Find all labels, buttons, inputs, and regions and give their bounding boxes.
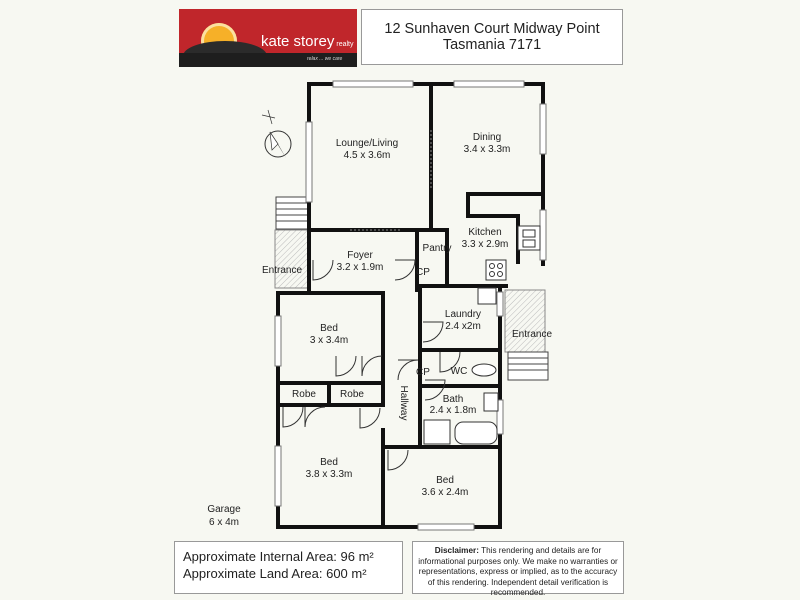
disclaimer-text: This rendering and details are for infor… [418, 546, 618, 597]
room-label: Garage [207, 504, 241, 515]
room-size: 2.4 x2m [445, 321, 481, 332]
address-line-2: Tasmania 7171 [442, 37, 542, 53]
compass-icon [261, 109, 292, 158]
steps-left [275, 196, 310, 230]
entrance-porch-left [274, 229, 310, 289]
room-label: Bath [443, 394, 464, 405]
land-area: Approximate Land Area: 600 m² [183, 566, 367, 581]
area-summary: Approximate Internal Area: 96 m² Approxi… [174, 541, 403, 594]
room-label: Laundry [445, 309, 481, 320]
room-size: 3.4 x 3.3m [464, 144, 511, 155]
entrance-porch-right [504, 289, 546, 353]
room-label: Entrance [262, 265, 302, 276]
fixtures [423, 225, 541, 445]
room-label: Dining [473, 132, 501, 143]
room-size: 3.6 x 2.4m [422, 487, 469, 498]
stove-icon [485, 259, 507, 281]
room-size: 6 x 4m [209, 517, 239, 528]
room-label: CP [416, 267, 430, 278]
room-label: WC [451, 366, 468, 377]
room-size: 4.5 x 3.6m [344, 150, 391, 161]
room-size: 3.3 x 2.9m [462, 239, 509, 250]
room-size: 2.4 x 1.8m [430, 405, 477, 416]
internal-area: Approximate Internal Area: 96 m² [183, 549, 374, 564]
address-line-1: 12 Sunhaven Court Midway Point [384, 21, 600, 37]
room-label: Lounge/Living [336, 138, 398, 149]
room-label: CP [416, 367, 430, 378]
room-size: 3.2 x 1.9m [337, 262, 384, 273]
room-label: Kitchen [468, 227, 501, 238]
laundry-tub-icon [477, 287, 497, 305]
room-label: Bed [320, 457, 338, 468]
room-label: Bed [320, 323, 338, 334]
room-label: Entrance [512, 329, 552, 340]
room-label: Pantry [423, 243, 452, 254]
doors [282, 259, 461, 471]
address-box: 12 Sunhaven Court Midway Point Tasmania … [361, 9, 623, 65]
logo-tagline: relax ... we care [307, 56, 343, 62]
room-size: 3 x 3.4m [310, 335, 348, 346]
room-label: Bed [436, 475, 454, 486]
room-label: Robe [292, 389, 316, 400]
bathtub-icon [454, 421, 498, 445]
basin-icon [483, 392, 499, 412]
shower-icon [423, 419, 451, 445]
toilet-icon [471, 363, 497, 377]
disclaimer-title: Disclaimer: [434, 546, 479, 555]
room-label: Robe [340, 389, 364, 400]
room-size: 3.8 x 3.3m [306, 469, 353, 480]
steps-right [507, 351, 549, 381]
disclaimer: Disclaimer: This rendering and details a… [412, 541, 624, 597]
room-label: Hallway [398, 385, 409, 420]
room-label: Foyer [347, 250, 373, 261]
